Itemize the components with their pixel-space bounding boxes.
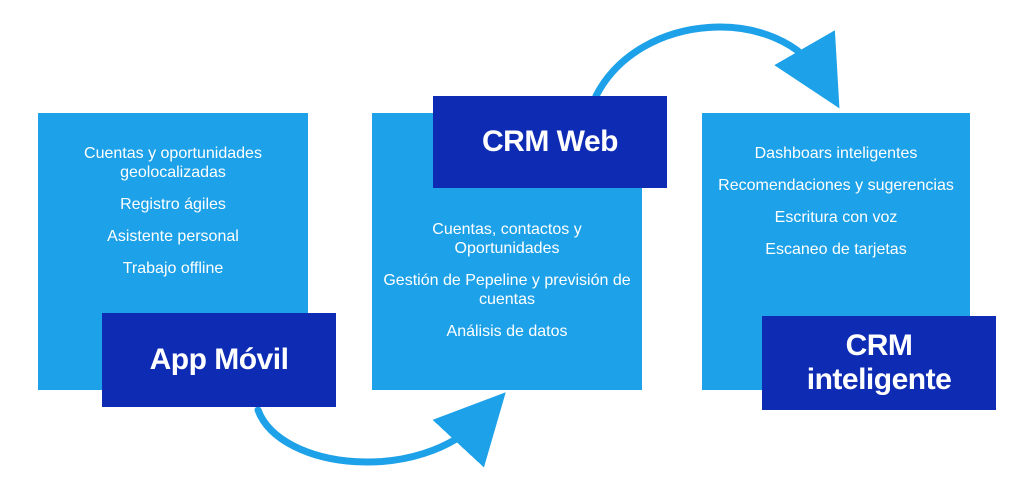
stage-title-crm-web: CRM Web xyxy=(433,96,667,188)
feature-item: Cuentas, contactos y Oportunidades xyxy=(432,221,582,257)
feature-item: Gestión de Pepeline y previsión de cuent… xyxy=(383,272,631,308)
stage-title-text: CRM Web xyxy=(482,125,618,158)
feature-item: Escritura con voz xyxy=(774,209,898,226)
feature-item: Escaneo de tarjetas xyxy=(765,241,907,258)
stage-title-app-movil: App Móvil xyxy=(102,313,336,407)
feature-item: Asistente personal xyxy=(107,228,239,245)
feature-item: Registro ágiles xyxy=(120,196,226,213)
stage-title-text: CRM inteligente xyxy=(806,329,952,396)
stage-title-text: App Móvil xyxy=(149,343,289,376)
curved-arrow-to-crm-inteligente xyxy=(592,23,840,109)
curved-arrow-to-crm-web xyxy=(254,392,506,468)
feature-list: Dashboars inteligentes Recomendaciones y… xyxy=(702,144,970,259)
feature-item: Trabajo offline xyxy=(122,260,224,277)
feature-item: Análisis de datos xyxy=(446,323,568,340)
stage-title-crm-inteligente: CRM inteligente xyxy=(762,316,996,410)
feature-item: Dashboars inteligentes xyxy=(754,145,918,162)
feature-list: Cuentas, contactos y Oportunidades Gesti… xyxy=(372,220,642,341)
feature-item: Recomendaciones y sugerencias xyxy=(718,177,954,194)
feature-list: Cuentas y oportunidades geolocalizadas R… xyxy=(38,144,308,278)
feature-item: Cuentas y oportunidades geolocalizadas xyxy=(84,145,262,181)
